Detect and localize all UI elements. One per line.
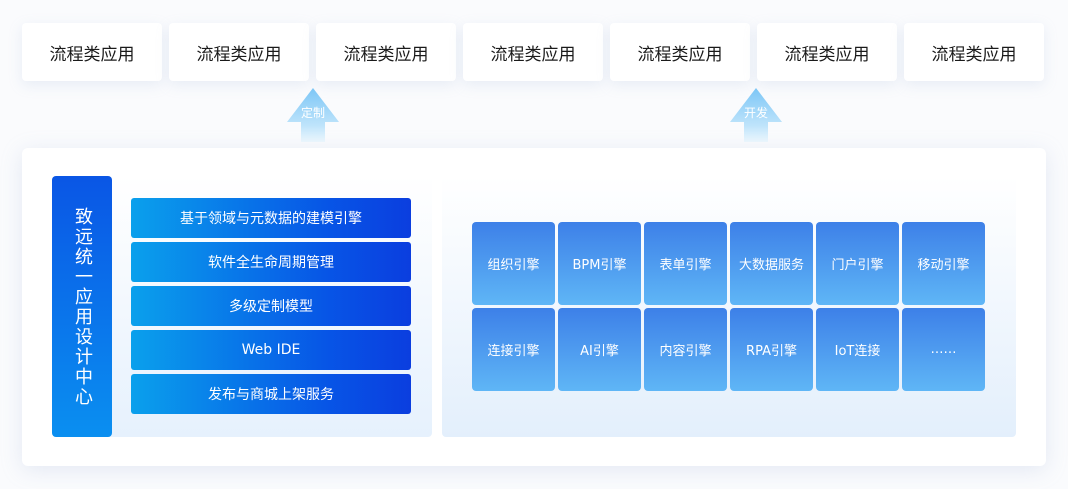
app-card[interactable]: 流程类应用: [610, 23, 750, 81]
app-card[interactable]: 流程类应用: [757, 23, 897, 81]
app-card[interactable]: 流程类应用: [316, 23, 456, 81]
app-card[interactable]: 流程类应用: [463, 23, 603, 81]
engine-panel: 组织引擎 BPM引擎 表单引擎 大数据服务 门户引擎 移动引擎 连接引擎 AI引…: [442, 176, 1016, 437]
feature-item[interactable]: 软件全生命周期管理: [131, 242, 411, 282]
design-center-title-text: 致远统一应用设计中心: [72, 206, 93, 407]
feature-item[interactable]: Web IDE: [131, 330, 411, 370]
application-row: 流程类应用 流程类应用 流程类应用 流程类应用 流程类应用 流程类应用 流程类应…: [22, 23, 1046, 81]
arrow-label: 开发: [743, 106, 768, 120]
engine-cell[interactable]: 移动引擎: [902, 222, 985, 305]
app-card[interactable]: 流程类应用: [169, 23, 309, 81]
engine-cell[interactable]: AI引擎: [558, 308, 641, 391]
design-center-title: 致远统一应用设计中心: [52, 176, 112, 437]
feature-item[interactable]: 发布与商城上架服务: [131, 374, 411, 414]
up-arrow-icon: [287, 88, 339, 142]
arrow-label: 定制: [300, 106, 325, 120]
engine-cell[interactable]: IoT连接: [816, 308, 899, 391]
engine-cell[interactable]: ……: [902, 308, 985, 391]
feature-item[interactable]: 基于领域与元数据的建模引擎: [131, 198, 411, 238]
customize-arrow: 定制: [285, 88, 341, 142]
engine-cell[interactable]: 表单引擎: [644, 222, 727, 305]
engine-cell[interactable]: 门户引擎: [816, 222, 899, 305]
engine-cell[interactable]: 连接引擎: [472, 308, 555, 391]
design-center-panel: 致远统一应用设计中心 基于领域与元数据的建模引擎 软件全生命周期管理 多级定制模…: [52, 176, 432, 437]
up-arrow-icon: [730, 88, 782, 142]
engine-cell[interactable]: BPM引擎: [558, 222, 641, 305]
engine-cell[interactable]: 大数据服务: [730, 222, 813, 305]
engine-cell[interactable]: 组织引擎: [472, 222, 555, 305]
develop-arrow: 开发: [728, 88, 784, 142]
app-card[interactable]: 流程类应用: [22, 23, 162, 81]
engine-cell[interactable]: RPA引擎: [730, 308, 813, 391]
app-card[interactable]: 流程类应用: [904, 23, 1044, 81]
platform-panel: 致远统一应用设计中心 基于领域与元数据的建模引擎 软件全生命周期管理 多级定制模…: [22, 148, 1046, 466]
feature-item[interactable]: 多级定制模型: [131, 286, 411, 326]
engine-cell[interactable]: 内容引擎: [644, 308, 727, 391]
